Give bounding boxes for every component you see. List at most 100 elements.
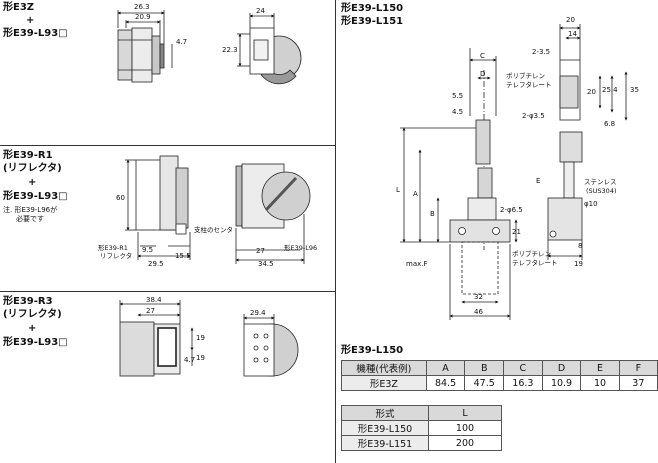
p4-main-view [400,48,518,320]
p2-dim-5: 27 [256,247,265,255]
p3-dim-1: 38.4 [146,296,162,304]
p2-label-reflector: リフレクタ [100,251,132,260]
p4-label-stainless: ステンレス [584,178,617,186]
table1-title: 形E39-L150 [341,345,404,356]
table1-col-b: B [464,360,505,376]
p2-label-r1: 形E39-R1 [98,244,128,252]
p4-dim-25-4: 25.4 [602,86,618,94]
p2-dim-2: 9.5 [142,246,153,254]
table1-col-f: F [618,360,658,376]
p3-side-view [119,300,194,377]
p4-line2: 形E39-L151 [341,16,404,27]
table1-header-row: 機種(代表例) A B C D E F [341,360,658,376]
p1-front-view [237,13,302,85]
table-row: 形E3Z 84.5 47.5 16.3 10.9 10 37 [341,375,658,391]
p4-dim-maxf: max.F [406,260,428,268]
p3-dim-2: 27 [146,307,155,315]
p3-dim-6: 29.4 [250,309,266,317]
table2-cell: 形E39-L151 [341,435,429,451]
p4-dim-35: 35 [630,86,639,94]
table1-cell: 10.9 [541,375,582,391]
p3-dim-5: 4.7 [184,356,195,364]
p2-side-view [125,155,191,260]
table1-cell: 10 [580,375,620,391]
table-row: 形E39-L150 100 [341,420,502,436]
p4-dim-b: B [430,210,435,218]
p2-label-l96: 形E39-L96 [284,244,317,252]
p4-label-sus304: (SUS304) [586,187,617,195]
divider-1 [0,145,335,146]
p4-dim-21: 21 [512,228,521,236]
p4-dim-46: 46 [474,308,483,316]
p4-dim-c: C [480,52,485,60]
p4-dim-5-5: 5.5 [452,92,463,100]
p1-line2: + [26,15,35,26]
p4-dim-d: D [480,70,485,78]
p4-label-pbt-4: テレフタレート [512,258,558,267]
p3-line1: 形E39-R3 [3,296,53,307]
p4-dim-32: 32 [474,293,483,301]
p1-dim-2: 20.9 [135,13,151,21]
p1-dim-4: 22.3 [222,46,238,54]
table1-cell: 47.5 [464,375,505,391]
p4-line1: 形E39-L150 [341,3,404,14]
p2-line3: + [28,177,37,188]
table1-cell: 84.5 [425,375,466,391]
p4-dim-2-3-5: 2-3.5 [532,48,550,56]
p3-line2: (リフレクタ) [3,309,62,320]
p4-dim-19: 19 [574,260,583,268]
p2-dim-3: 29.5 [148,260,164,268]
p3-line4: 形E39-L93□ [3,337,68,348]
table2-header-row: 形式 L [341,405,502,421]
p4-dim-2-phi3-5: 2-φ3.5 [522,112,545,120]
table1-col-d: D [541,360,582,376]
p1-dim-5: 24 [256,7,265,15]
p4-dim-8: 8 [578,242,582,250]
p4-side-view [547,24,628,260]
vertical-divider [335,0,336,463]
table-row: 形E39-L151 200 [341,435,502,451]
p4-dim-e: E [536,177,540,185]
table1-col-model: 機種(代表例) [341,360,427,376]
p4-label-pbt-1: ポリブチレン [506,71,545,80]
p2-dim-6: 34.5 [258,260,274,268]
p4-label-pbt-3: ポリブチレン [512,249,551,258]
p4-dim-14: 14 [568,30,577,38]
p3-dim-3: 19 [196,334,205,342]
p3-dim-4: 19 [196,354,205,362]
table2-col-model: 形式 [341,405,429,421]
p4-dim-4-5: 4.5 [452,108,463,116]
table2-cell: 100 [428,420,502,436]
p4-dim-hole: 2-φ6.5 [500,206,523,214]
p4-dim-l: L [396,186,400,194]
table1-col-e: E [580,360,620,376]
divider-2 [0,291,335,292]
table1: 機種(代表例) A B C D E F 形E3Z 84.5 47.5 16.3 … [341,360,658,391]
p2-note1: 注. 形E39-L96が [3,206,58,214]
p4-dim-20b: 20 [587,88,596,96]
p1-line1: 形E3Z [3,2,35,13]
p1-side-view [117,10,173,83]
p4-label-pbt-2: テレフタレート [506,80,552,89]
p3-front-view [243,314,299,377]
table2: 形式 L 形E39-L150 100 形E39-L151 200 [341,405,502,451]
p2-line1: 形E39-R1 [3,150,53,161]
p2-dim-1: 60 [116,194,125,202]
p2-front-view [235,163,311,264]
table1-col-a: A [425,360,466,376]
p3-line3: + [28,323,37,334]
p1-line3: 形E39-L93□ [3,28,68,39]
p2-dim-4: 15.5 [175,252,191,260]
table2-cell: 200 [428,435,502,451]
p4-dim-phi10: φ10 [584,200,598,208]
p1-dim-3: 4.7 [176,38,187,46]
p1-dim-1: 26.3 [134,3,150,11]
table2-col-l: L [428,405,502,421]
table1-cell: 37 [618,375,658,391]
table2-cell: 形E39-L150 [341,420,429,436]
p2-label-post-center: 支柱のセンタ [194,225,233,234]
p2-line2: (リフレクタ) [3,163,62,174]
p2-note2: 必要です [16,215,44,223]
p2-line4: 形E39-L93□ [3,191,68,202]
